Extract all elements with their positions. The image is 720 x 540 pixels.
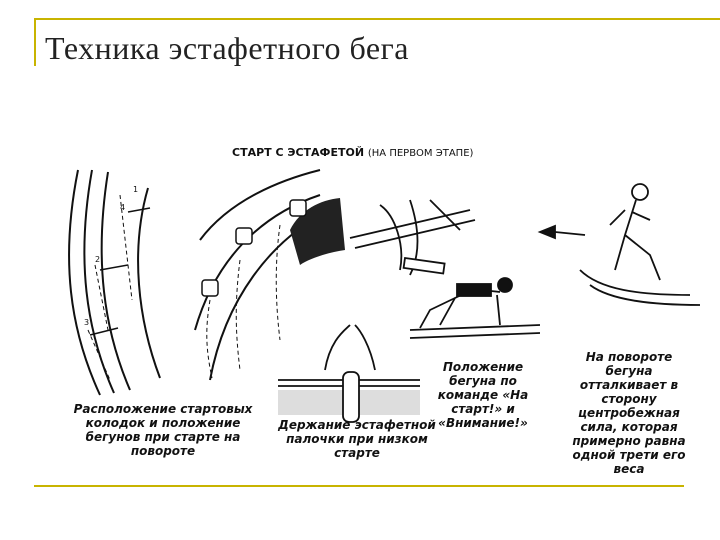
track-lane-line xyxy=(84,170,114,393)
track-label: 3 xyxy=(84,318,89,327)
curve-dash-lines xyxy=(207,225,280,378)
track-label: 2 xyxy=(95,255,100,264)
arrow-left-icon xyxy=(540,226,555,238)
starting-block-icon xyxy=(202,280,218,296)
track-lane-line xyxy=(69,170,100,395)
curve-track xyxy=(195,170,330,380)
lane-dash-lines xyxy=(88,195,132,380)
starting-block-icon xyxy=(290,200,306,216)
crouching-runner-illustration xyxy=(410,278,540,338)
caption-centrifugal-force: На повороте бегуна отталкивает в сторону… xyxy=(565,350,693,476)
track-lane-line xyxy=(138,188,160,378)
hand-with-baton-illustration xyxy=(350,200,475,275)
track-label: 1 xyxy=(133,185,138,194)
baton-hold-illustration xyxy=(278,325,420,422)
starting-block-icons xyxy=(202,200,306,296)
bottom-accent-rule xyxy=(34,485,684,487)
caption-baton-hold: Держание эстафетной палочки при низком с… xyxy=(278,418,436,460)
track-lane-line xyxy=(102,172,130,390)
starting-block-icon xyxy=(236,228,252,244)
caption-block-placement: Расположение стартовых колодок и положен… xyxy=(58,402,268,458)
curve-runner-illustration xyxy=(540,184,700,305)
caption-runner-position: Положение бегуна по команде «На старт!» … xyxy=(424,360,542,430)
track-lanes xyxy=(69,170,160,395)
track-label: 4 xyxy=(120,203,125,212)
